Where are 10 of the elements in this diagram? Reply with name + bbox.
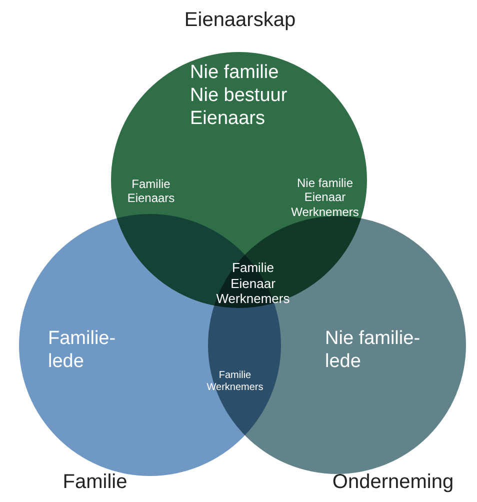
- set-title: Onderneming: [331, 470, 455, 494]
- region-text: Familie-lede: [48, 328, 117, 374]
- region-text: Nie familie-lede: [325, 328, 422, 374]
- overlap-text: Familie Werknemers: [206, 370, 264, 394]
- region-text: Nie familie Nie bestuur Eienaars: [190, 62, 288, 130]
- overlap-text: Familie Eienaars: [126, 177, 176, 206]
- overlap-text: Familie Eienaar Werknemers: [215, 260, 291, 307]
- overlap-text: Nie familie Eienaar Werknemers: [290, 176, 360, 220]
- set-title: Familie: [62, 470, 128, 494]
- set-title: Eienaarskap: [183, 8, 297, 32]
